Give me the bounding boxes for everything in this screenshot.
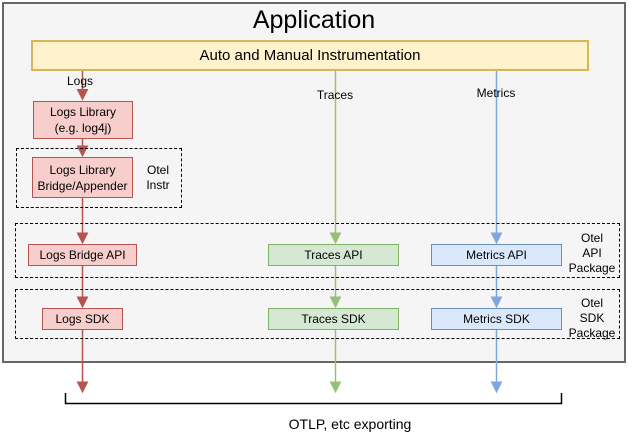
node-logs-library-line2: (e.g. log4j)	[54, 121, 112, 135]
node-metrics-api-label: Metrics API	[466, 248, 527, 262]
node-logs-sdk: Logs SDK	[42, 308, 123, 330]
otel-instr-group-label: Otel Instr	[136, 163, 180, 193]
otel-api-label-line3: Package	[568, 261, 616, 275]
otlp-exporting-label: OTLP, etc exporting	[288, 416, 412, 432]
node-logs-library: Logs Library (e.g. log4j)	[33, 101, 133, 139]
otel-api-package-group	[15, 223, 620, 278]
node-metrics-sdk: Metrics SDK	[431, 308, 562, 330]
otel-sdk-label-line1: Otel	[580, 296, 603, 310]
node-logs-bridge-api-label: Logs Bridge API	[39, 248, 126, 262]
otel-api-label-line1: Otel	[580, 231, 603, 245]
node-logs-bridge-api: Logs Bridge API	[28, 244, 137, 266]
node-traces-api-label: Traces API	[304, 248, 363, 262]
metrics-signal-label: Metrics	[476, 86, 516, 100]
node-logs-library-bridge-appender: Logs Library Bridge/Appender	[32, 157, 133, 198]
otel-sdk-label-line2: SDK	[579, 311, 605, 325]
otel-api-package-label: Otel API Package	[567, 231, 617, 276]
application-title: Application	[252, 6, 376, 34]
traces-signal-label: Traces	[316, 88, 354, 102]
otel-sdk-package-label: Otel SDK Package	[567, 296, 617, 341]
otel-sdk-package-group	[15, 289, 620, 339]
exporting-bracket	[64, 393, 563, 405]
node-metrics-sdk-label: Metrics SDK	[463, 312, 530, 326]
node-traces-sdk-label: Traces SDK	[301, 312, 366, 326]
node-logs-library-line1: Logs Library	[49, 105, 117, 119]
otel-api-label-line2: API	[582, 246, 602, 260]
node-logs-bridge-line1: Logs Library	[49, 162, 116, 177]
otel-instr-group	[16, 148, 182, 208]
node-traces-sdk: Traces SDK	[268, 308, 399, 330]
node-metrics-api: Metrics API	[431, 244, 562, 266]
instrumentation-bar-label: Auto and Manual Instrumentation	[199, 47, 421, 64]
node-logs-bridge-line2: Bridge/Appender	[37, 178, 128, 193]
otel-instr-label-line2: Instr	[146, 178, 170, 192]
otel-sdk-label-line3: Package	[568, 326, 616, 340]
logs-signal-label: Logs	[66, 74, 94, 88]
node-traces-api: Traces API	[268, 244, 399, 266]
otel-instr-label-line1: Otel	[146, 163, 169, 177]
instrumentation-bar: Auto and Manual Instrumentation	[31, 40, 589, 71]
node-logs-sdk-label: Logs SDK	[55, 312, 110, 326]
